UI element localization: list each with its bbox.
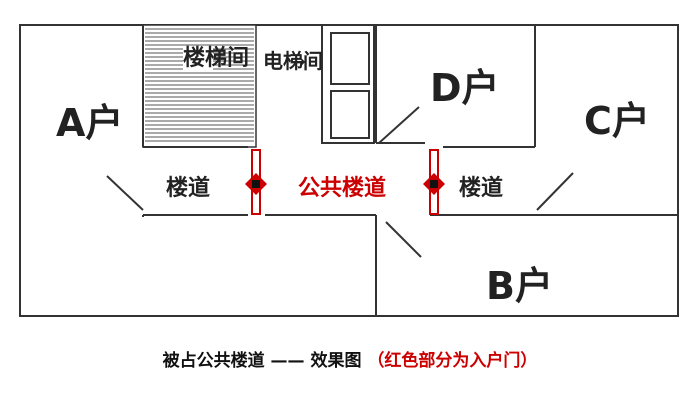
stairwell-label: 楼梯间 <box>183 46 249 72</box>
caption-main: 被占公共楼道 —— 效果图 <box>162 351 362 371</box>
entry-door-left <box>245 149 267 215</box>
public-corridor-label: 公共楼道 <box>298 176 387 201</box>
interior-walls <box>142 25 678 316</box>
unit-d-label: D户 <box>430 66 500 110</box>
corridor-left-label: 楼道 <box>166 176 211 201</box>
caption-note: （红色部分为入户门） <box>367 351 538 371</box>
elevator-car-2 <box>330 90 370 139</box>
unit-c-label: C户 <box>584 99 650 143</box>
elevator-car-1 <box>330 32 370 85</box>
arrow-right-icon: → <box>292 52 306 71</box>
door-swings <box>106 106 574 258</box>
entry-door-right <box>423 149 445 215</box>
corridor-right-label: 楼道 <box>459 176 504 201</box>
caption: 被占公共楼道 —— 效果图 （红色部分为入户门） <box>0 346 700 371</box>
elevator-label: 电梯间 <box>263 49 323 73</box>
unit-a-label: A户 <box>56 101 124 145</box>
unit-b-label: B户 <box>486 264 553 308</box>
